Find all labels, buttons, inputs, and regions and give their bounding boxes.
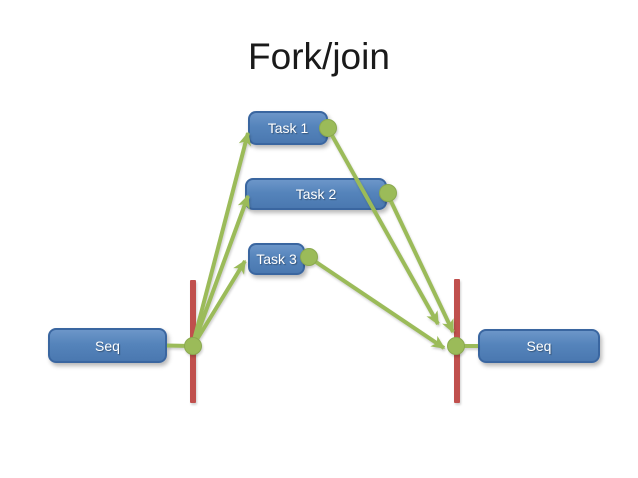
join-bar [454, 279, 460, 403]
task1-node: Task 1 [248, 111, 328, 145]
arrow-task2-to-join [386, 194, 455, 334]
task2-label: Task 2 [295, 186, 337, 202]
arrow-fork-to-task1 [191, 131, 252, 345]
seq-right-label: Seq [526, 338, 552, 354]
arrow-task1-to-join [327, 129, 440, 326]
seq-left-label: Seq [95, 337, 120, 354]
seq-left-node: Seq [48, 328, 167, 363]
task3-node: Task 3 [248, 243, 305, 275]
slide-title: Fork/join [248, 36, 390, 77]
arrow-fork-to-task2 [191, 194, 250, 347]
fork-bar [190, 280, 196, 403]
task2-node: Task 2 [245, 178, 387, 210]
arrow-fork-to-task3 [191, 259, 247, 348]
seq-right-node: Seq [478, 329, 600, 363]
task3-label: Task 3 [256, 251, 297, 267]
edge-seqleft-to-fork [166, 343, 192, 348]
arrow-task3-to-join [308, 256, 446, 350]
task1-label: Task 1 [267, 120, 309, 136]
